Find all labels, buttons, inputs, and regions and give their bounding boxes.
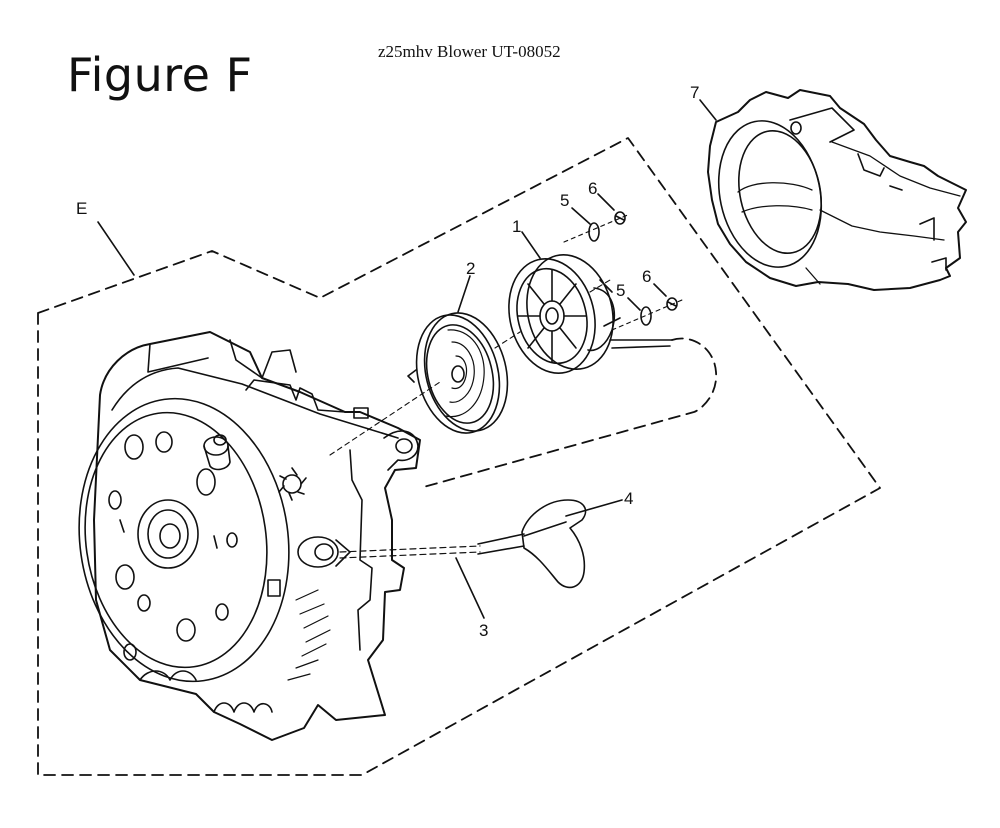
parts-5-6-upper-axis [563,213,631,243]
part-3-starter-rope [339,545,481,559]
starter-housing [78,331,421,741]
callout-6b-leader [653,283,667,297]
callout-2-leader [457,275,471,313]
callout-e: E [76,199,87,218]
part-1-rope [609,339,673,349]
model-title: z25mhv Blower UT-08052 [378,42,561,61]
callout-5b-leader [627,297,641,311]
part-5-washer-upper [588,222,600,242]
callout-1: 1 [512,217,521,236]
callout-5b: 5 [616,281,625,300]
part-2-spring-case [407,312,509,434]
part-7-blower-housing [707,89,967,291]
callout-5a-leader [571,207,591,225]
callout-4: 4 [624,489,633,508]
callout-2: 2 [466,259,475,278]
callout-5a: 5 [560,191,569,210]
callout-4-leader [565,499,623,517]
callout-6a: 6 [588,179,597,198]
callout-7-leader [699,99,717,121]
callout-3: 3 [479,621,488,640]
figure-title: Figure F [67,48,253,102]
part-5-washer-lower [640,306,652,326]
callout-1-leader [521,231,541,259]
assembly-axis-line [329,279,611,456]
part-6-screw-upper [614,211,626,225]
part-4-starter-handle [477,499,587,589]
callout-3-leader [455,557,485,619]
assembly-boundary-dashed [37,137,881,776]
rope-path-dashed [419,337,717,489]
callout-6b: 6 [642,267,651,286]
callout-e-leader [97,221,135,276]
callout-7: 7 [690,83,699,102]
part-1-pulley [508,254,621,374]
callout-6a-leader [597,193,615,211]
parts-5-6-lower-axis [611,299,683,331]
